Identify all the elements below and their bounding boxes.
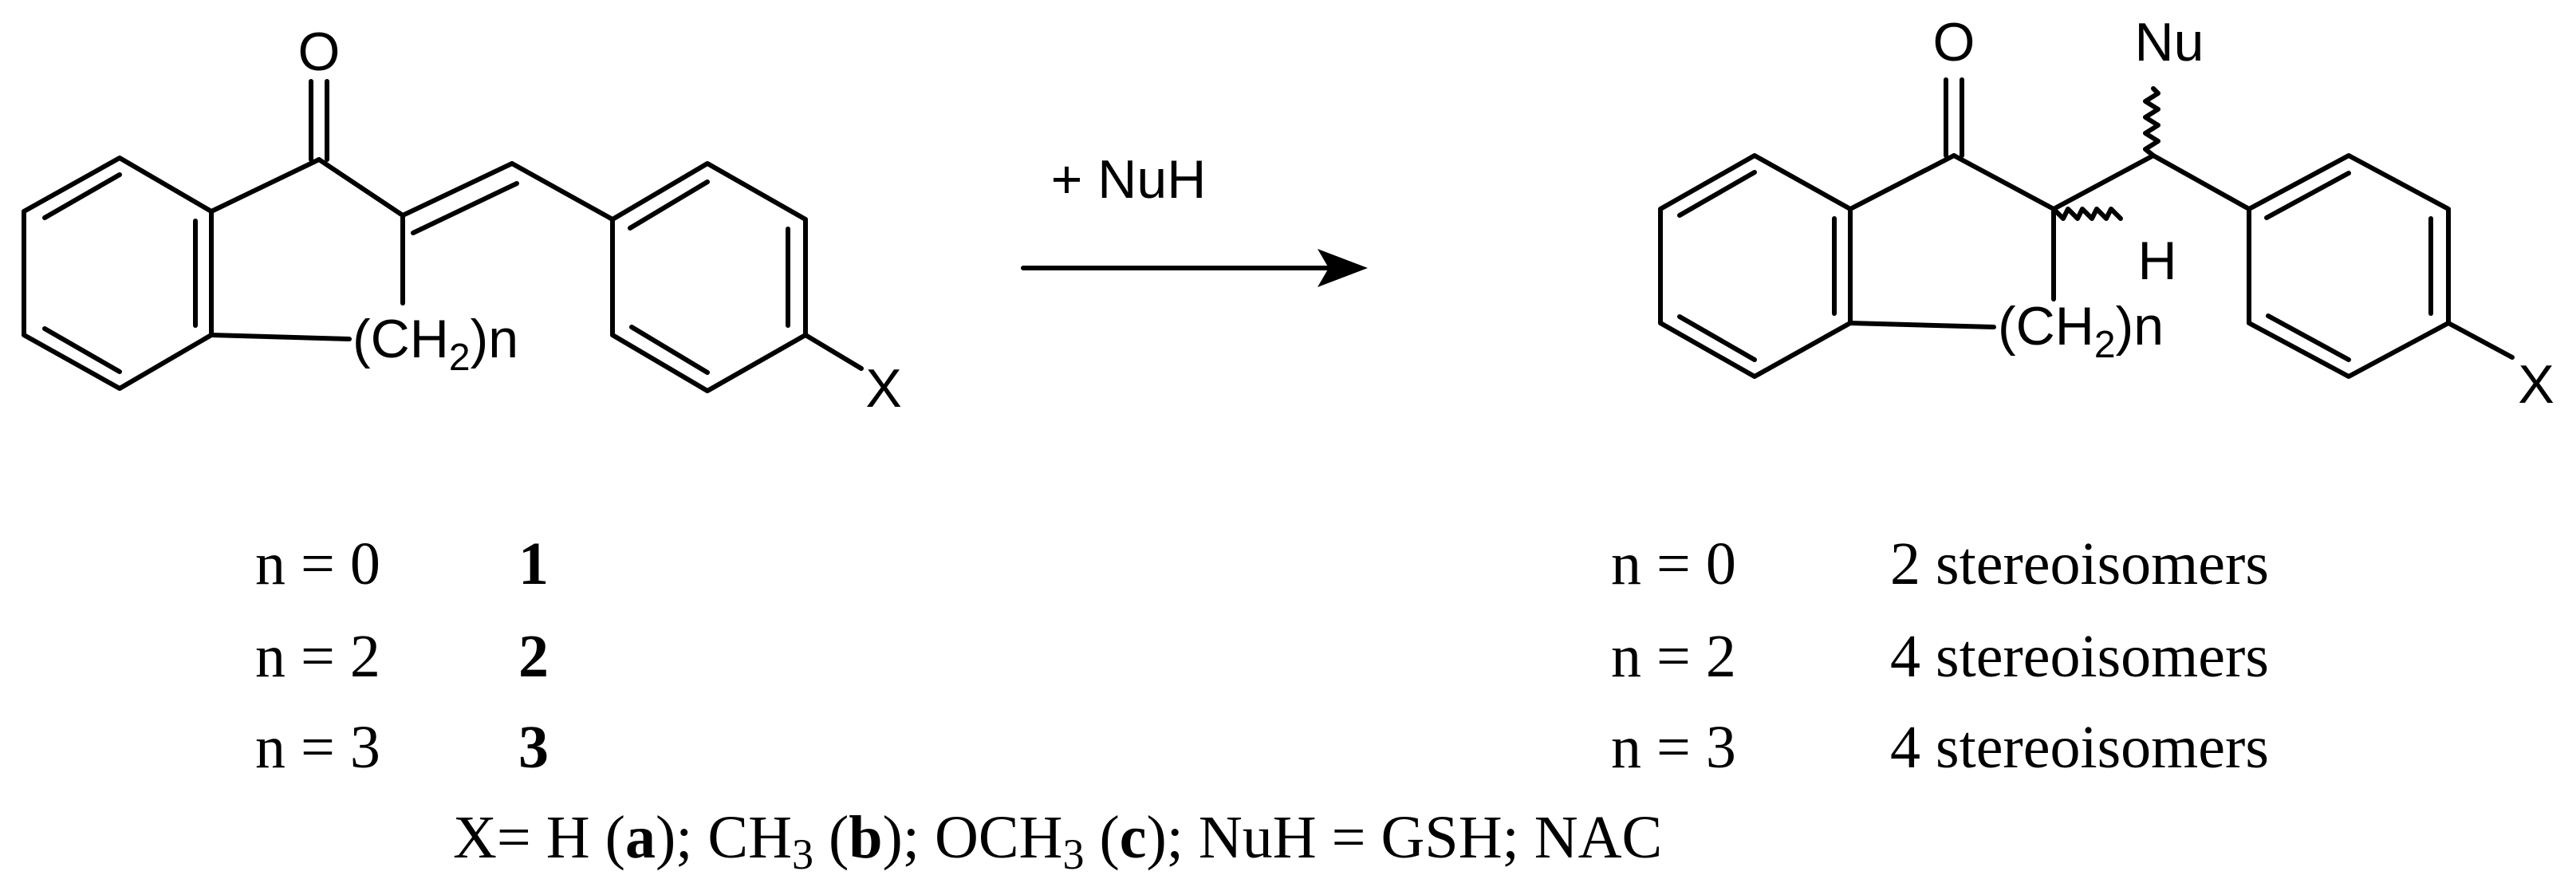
product-nucleophile: Nu bbox=[2135, 12, 2204, 73]
product-n-value: n = 3 bbox=[1611, 714, 1736, 781]
product-substituent-x: X bbox=[2518, 354, 2554, 415]
product-aryl-ring bbox=[2247, 153, 2515, 379]
product-stereoisomer-count: 4 stereoisomers bbox=[1890, 714, 2269, 781]
reactant-n-value: n = 2 bbox=[255, 623, 380, 690]
reactant-exocyclic-double-bond bbox=[400, 161, 615, 235]
reactant-benzene-ring bbox=[22, 156, 214, 391]
product-carbonyl bbox=[1944, 77, 1964, 158]
product-wavy-bond-h bbox=[2051, 207, 2123, 221]
product-stereoisomer-count: 4 stereoisomers bbox=[1890, 623, 2269, 690]
product-hydrogen: H bbox=[2137, 231, 2176, 291]
reactant-n-value: n = 0 bbox=[255, 530, 380, 597]
product-structure: O Nu H (CH2)n X bbox=[1658, 12, 2554, 415]
product-table: n = 0 2 stereoisomers n = 2 4 stereoisom… bbox=[1611, 530, 2269, 781]
arrow-head bbox=[1318, 249, 1368, 287]
reactant-substituent-x: X bbox=[865, 358, 901, 419]
product-side-chain bbox=[2051, 153, 2251, 211]
product-n-value: n = 0 bbox=[1611, 530, 1736, 597]
reactant-structure: O (CH2)n X bbox=[22, 22, 902, 419]
reactant-carbonyl-oxygen: O bbox=[298, 22, 341, 82]
reaction-arrow: + NuH bbox=[1021, 149, 1368, 287]
reactant-aryl-ring bbox=[610, 161, 864, 393]
reagent-label: + NuH bbox=[1051, 149, 1207, 210]
reactant-compound-number: 1 bbox=[518, 530, 549, 597]
product-benzene-ring bbox=[1658, 153, 1853, 379]
product-cyclic-ring bbox=[1848, 153, 2056, 329]
product-n-value: n = 2 bbox=[1611, 623, 1736, 690]
reactant-compound-number: 3 bbox=[518, 714, 549, 781]
reactant-n-value: n = 3 bbox=[255, 714, 380, 781]
reactant-cyclic-ring bbox=[209, 157, 405, 341]
reactant-table: n = 0 1 n = 2 2 n = 3 3 bbox=[255, 530, 549, 781]
reactant-compound-number: 2 bbox=[518, 623, 549, 690]
reactant-methylene-chain: (CH2)n bbox=[353, 309, 518, 379]
product-methylene-chain: (CH2)n bbox=[1998, 296, 2164, 366]
product-wavy-bond-nu bbox=[2143, 86, 2160, 158]
product-stereoisomer-count: 2 stereoisomers bbox=[1890, 530, 2269, 597]
reactant-carbonyl bbox=[309, 79, 329, 162]
product-carbonyl-oxygen: O bbox=[1933, 12, 1975, 73]
substituent-legend: X= H (a); CH3 (b); OCH3 (c); NuH = GSH; … bbox=[453, 804, 1662, 878]
